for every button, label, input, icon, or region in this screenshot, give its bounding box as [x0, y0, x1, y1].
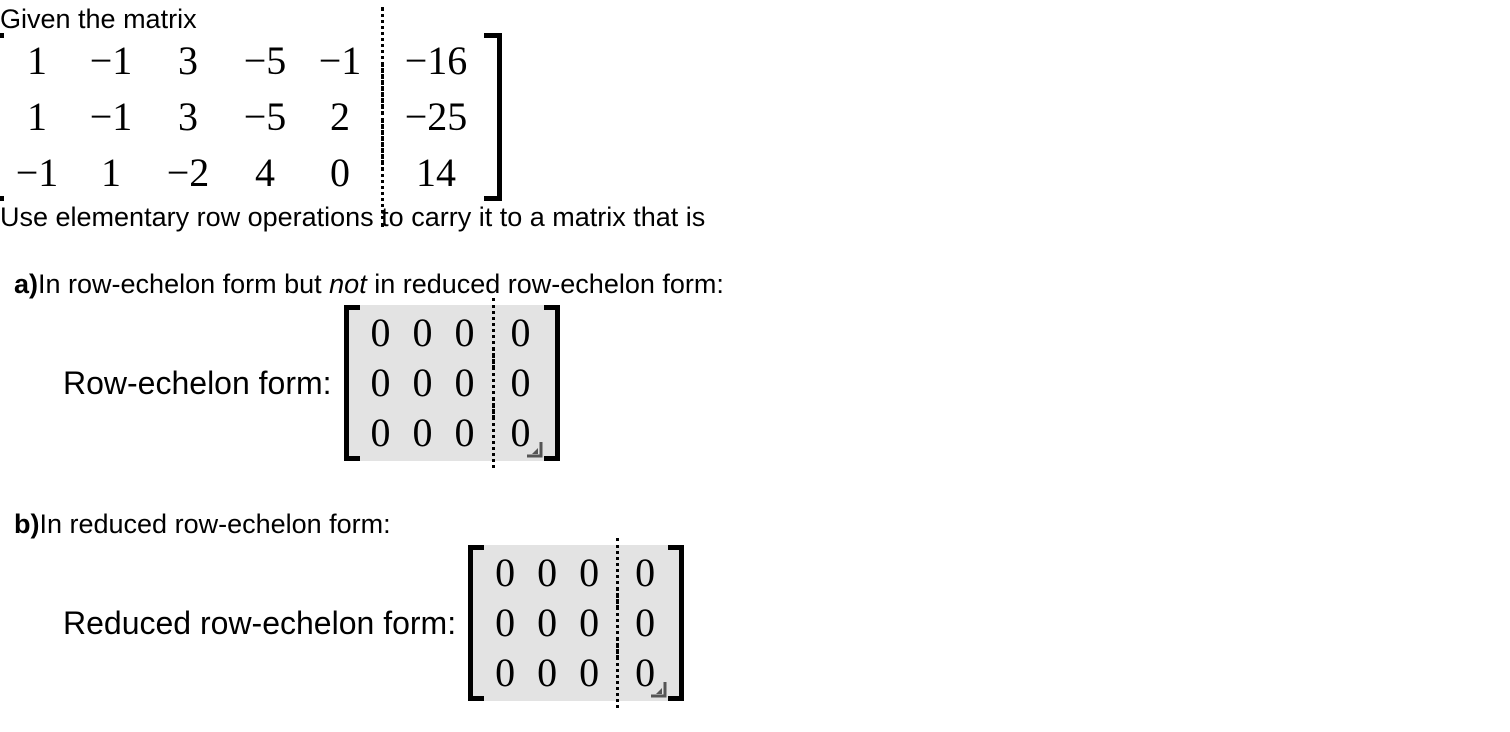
- matrix-cell: 0: [330, 150, 350, 195]
- matrix-input-cell[interactable]: 0: [454, 310, 475, 355]
- matrix-input-cell[interactable]: 0: [495, 550, 516, 595]
- matrix-input-cell[interactable]: 0: [537, 600, 558, 645]
- resize-corner-icon[interactable]: [648, 679, 668, 699]
- augmented-divider: [610, 638, 622, 708]
- matrix-input-cell[interactable]: 0: [579, 600, 600, 645]
- given-matrix-grid: 1 −1 3 −5 −1 −16 1 −1 3 −5 2 −25 −1 1 −2…: [4, 7, 484, 227]
- part-b-prompt: b)In reduced row-echelon form:: [14, 510, 391, 538]
- matrix-input-cell[interactable]: 0: [412, 310, 433, 355]
- matrix-cell: 1: [101, 150, 121, 195]
- row-echelon-form-label: Row-echelon form:: [63, 364, 332, 401]
- right-bracket: [543, 305, 560, 461]
- matrix-cell: −25: [404, 94, 468, 139]
- given-matrix-intro-text: Given the matrix: [0, 4, 197, 34]
- instruction-text: Use elementary row operations to carry i…: [0, 202, 706, 232]
- augmented-divider: [486, 398, 498, 468]
- matrix-input-cell[interactable]: 0: [635, 550, 656, 595]
- matrix-input-cell[interactable]: 0: [537, 650, 558, 695]
- augmented-divider: [374, 7, 388, 115]
- matrix-input-cell[interactable]: 0: [510, 310, 531, 355]
- part-b-answer-row: Reduced row-echelon form: 0 0 0 0 0 0 0 …: [63, 538, 685, 708]
- reduced-row-echelon-form-matrix-input[interactable]: 0 0 0 0 0 0 0 0 0 0 0 0: [468, 538, 685, 708]
- matrix-cell: 3: [178, 94, 198, 139]
- augmented-divider: [610, 588, 622, 658]
- matrix-cell: −1: [318, 38, 362, 83]
- reduced-row-echelon-form-label: Reduced row-echelon form:: [63, 604, 457, 641]
- matrix-cell: −1: [15, 150, 59, 195]
- augmented-divider: [610, 538, 622, 608]
- part-b-marker: b): [14, 509, 40, 539]
- matrix-input-grid[interactable]: 0 0 0 0 0 0 0 0 0 0 0 0: [484, 538, 669, 708]
- matrix-input-cell[interactable]: 0: [510, 410, 531, 455]
- part-a-emphasis: not: [329, 269, 367, 299]
- matrix-input-cell[interactable]: 0: [579, 650, 600, 695]
- matrix-input-cell[interactable]: 0: [495, 600, 516, 645]
- right-bracket: [484, 33, 502, 201]
- matrix-cell: 1: [27, 38, 47, 83]
- matrix-input-cell[interactable]: 0: [579, 550, 600, 595]
- matrix-cell: −5: [243, 94, 287, 139]
- matrix-input-cell[interactable]: 0: [454, 410, 475, 455]
- matrix-input-cell[interactable]: 0: [454, 360, 475, 405]
- part-a-text-2: in reduced row-echelon form:: [366, 269, 724, 299]
- matrix-input-cell[interactable]: 0: [635, 600, 656, 645]
- matrix-cell: 1: [27, 94, 47, 139]
- part-a-text-1: In row-echelon form but: [38, 269, 330, 299]
- matrix-input-cell[interactable]: 0: [370, 310, 391, 355]
- matrix-cell: −16: [404, 38, 468, 83]
- matrix-cell: −2: [166, 150, 210, 195]
- matrix-cell: 4: [255, 150, 275, 195]
- matrix-input-cell[interactable]: 0: [370, 410, 391, 455]
- matrix-input-grid[interactable]: 0 0 0 0 0 0 0 0 0 0 0 0: [359, 298, 544, 468]
- augmented-divider: [374, 63, 388, 171]
- matrix-input-cell[interactable]: 0: [495, 650, 516, 695]
- matrix-input-cell[interactable]: 0: [412, 360, 433, 405]
- matrix-cell: −1: [89, 38, 133, 83]
- resize-corner-icon[interactable]: [524, 439, 544, 459]
- matrix-input-cell[interactable]: 0: [412, 410, 433, 455]
- part-a-marker: a): [14, 269, 39, 299]
- matrix-cell: −1: [89, 94, 133, 139]
- left-bracket: [343, 305, 360, 461]
- part-a-prompt: a)In row-echelon form but not in reduced…: [14, 270, 724, 298]
- matrix-input-cell[interactable]: 0: [537, 550, 558, 595]
- right-bracket: [668, 545, 685, 701]
- matrix-cell: 14: [416, 150, 456, 195]
- matrix-input-cell[interactable]: 0: [635, 650, 656, 695]
- left-bracket: [0, 33, 4, 201]
- matrix-cell: 2: [330, 94, 350, 139]
- augmented-divider: [486, 298, 498, 368]
- matrix-cell: 3: [178, 38, 198, 83]
- part-a-answer-row: Row-echelon form: 0 0 0 0 0 0 0 0 0 0 0 …: [63, 298, 560, 468]
- part-b-text-1: In reduced row-echelon form:: [39, 509, 391, 539]
- left-bracket: [468, 545, 485, 701]
- augmented-divider: [486, 348, 498, 418]
- matrix-cell: −5: [243, 38, 287, 83]
- row-echelon-form-matrix-input[interactable]: 0 0 0 0 0 0 0 0 0 0 0 0: [343, 298, 560, 468]
- augmented-divider: [374, 119, 388, 227]
- matrix-input-cell[interactable]: 0: [370, 360, 391, 405]
- matrix-input-cell[interactable]: 0: [510, 360, 531, 405]
- given-matrix: 1 −1 3 −5 −1 −16 1 −1 3 −5 2 −25 −1 1 −2…: [0, 7, 502, 227]
